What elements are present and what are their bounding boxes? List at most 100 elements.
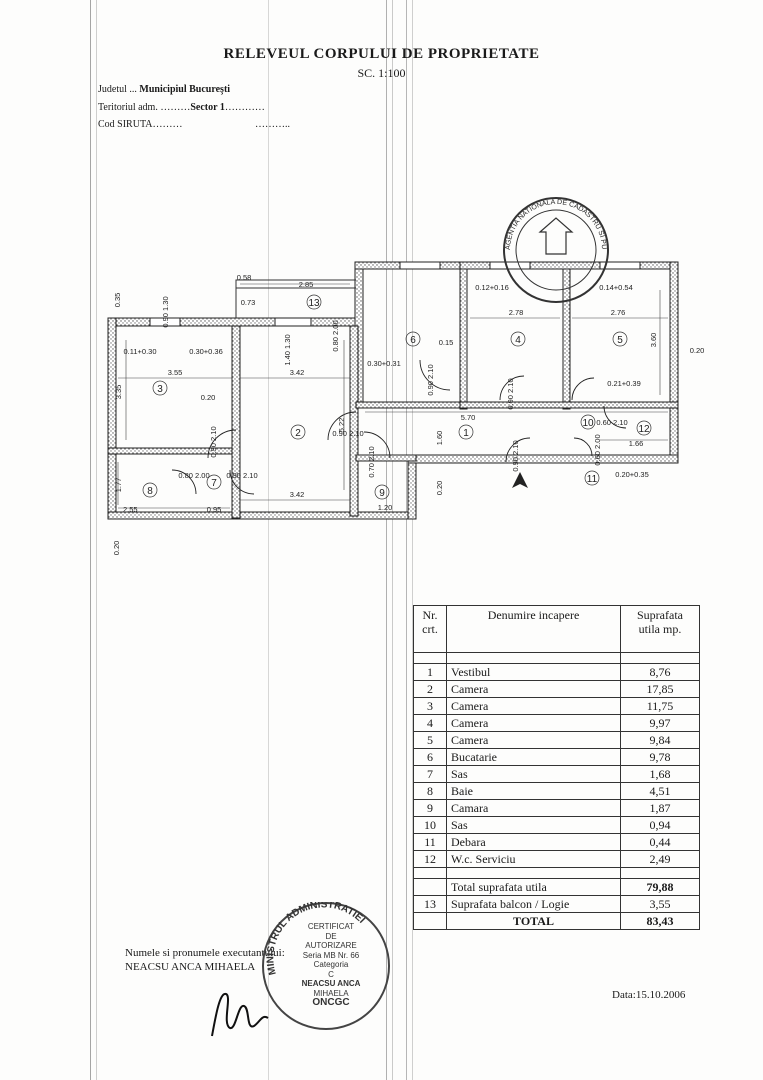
dim-1-20: 1.20 bbox=[378, 503, 393, 512]
total-row: TOTAL 83,43 bbox=[413, 912, 700, 930]
meta-judet: Judetul ... Municipiul Bucureşti bbox=[98, 83, 230, 96]
row-nr: 4 bbox=[413, 714, 447, 732]
scan-artifact bbox=[268, 0, 269, 1080]
author-name: NEACSU ANCA MIHAELA bbox=[125, 961, 256, 973]
door-label-10: 0.60 2.10 bbox=[596, 418, 627, 427]
row-area: 9,84 bbox=[620, 731, 700, 749]
dim-2-76: 2.76 bbox=[611, 308, 626, 317]
dim-1-77: 1.77 bbox=[114, 478, 123, 493]
scan-artifact bbox=[386, 0, 387, 1080]
door-label-2: 0.90 2.10 bbox=[209, 426, 218, 457]
row-area: 0,44 bbox=[620, 833, 700, 851]
row-area: 1,68 bbox=[620, 765, 700, 783]
dim-2-55: 2.55 bbox=[123, 505, 138, 514]
dim-5-22: 5.22 bbox=[337, 418, 346, 433]
row-area: 4,51 bbox=[620, 782, 700, 800]
room-number-labels: 1 2 3 4 5 6 7 8 9 10 11 12 13 bbox=[142, 294, 652, 500]
row-area: 11,75 bbox=[620, 697, 700, 715]
teritoriu-trail: ………… bbox=[224, 102, 265, 113]
dim-2-85: 2.85 bbox=[299, 280, 314, 289]
row-name: Camera bbox=[446, 697, 621, 715]
authorization-stamp bbox=[262, 902, 390, 1030]
wall-bottom-left bbox=[107, 511, 415, 520]
wall-top-left bbox=[107, 317, 357, 327]
row-name: Bucatarie bbox=[446, 748, 621, 766]
opening-labels: 0.90 1.30 1.40 1.30 0.80 2.00 0.90 2.10 … bbox=[161, 296, 628, 480]
dim-0-20-d: 0.20 bbox=[435, 481, 444, 496]
window-label-1: 0.90 1.30 bbox=[161, 296, 170, 327]
dim-0-20-b: 0.20 bbox=[690, 346, 705, 355]
row-area: 17,85 bbox=[620, 680, 700, 698]
door-label-9: 0.90 2.10 bbox=[511, 440, 520, 471]
dim-3-35: 3.35 bbox=[114, 385, 123, 400]
room-number-9: 9 bbox=[379, 488, 385, 499]
row-nr: 6 bbox=[413, 748, 447, 766]
header-name: Denumire incapere bbox=[446, 605, 621, 653]
teritoriu-label: Teritoriul adm. ……… bbox=[98, 102, 191, 113]
teritoriu-value: Sector 1 bbox=[190, 102, 225, 113]
door-label-8: 0.90 2.10 bbox=[506, 378, 515, 409]
dim-3-55: 3.55 bbox=[168, 368, 183, 377]
door-label-7: 0.90 2.10 bbox=[426, 364, 435, 395]
dim-0-58: 0.58 bbox=[237, 273, 252, 282]
door-swings bbox=[171, 359, 627, 495]
judet-value: Municipiul Bucureşti bbox=[139, 84, 231, 95]
dimension-labels: 3.55 3.42 3.42 2.55 0.95 1.20 5.70 2.78 … bbox=[112, 273, 704, 555]
header-area: Suprafata utila mp. bbox=[620, 605, 700, 653]
svg-text:AGENTIA NATIONALA DE CADASTRU: AGENTIA NATIONALA DE CADASTRU SI PUBLICI… bbox=[0, 0, 607, 250]
row-nr: 10 bbox=[413, 816, 447, 834]
door-label-6: 0.70 2.10 bbox=[367, 446, 376, 477]
row-name: Sas bbox=[446, 765, 621, 783]
rooms-table: Nr. crt. Denumire incapere Suprafata uti… bbox=[413, 605, 700, 930]
north-arrow bbox=[512, 472, 528, 488]
row-name: Debara bbox=[446, 833, 621, 851]
author-label: Numele si pronumele executantului: bbox=[125, 947, 285, 959]
dim-0-15: 0.15 bbox=[439, 338, 454, 347]
room-number-4: 4 bbox=[515, 335, 521, 346]
wall-corridor-top bbox=[459, 401, 679, 409]
row-nr: 8 bbox=[413, 782, 447, 800]
stamp-line: Seria MB Nr. 66 bbox=[302, 950, 360, 960]
row-name: Baie bbox=[446, 782, 621, 800]
row-name: Camara bbox=[446, 799, 621, 817]
dim-wall-0-12: 0.12+0.16 bbox=[475, 283, 509, 292]
dim-0-35: 0.35 bbox=[113, 293, 122, 308]
table-header-row: Nr. crt. Denumire incapere Suprafata uti… bbox=[413, 605, 700, 653]
balcony bbox=[235, 279, 356, 318]
scan-artifact bbox=[406, 0, 407, 1080]
dim-wall-0-14: 0.14+0.54 bbox=[599, 283, 633, 292]
wall-room2-right bbox=[349, 325, 359, 517]
authorization-stamp-text: CERTIFICAT DE AUTORIZARE Seria MB Nr. 66… bbox=[290, 922, 372, 1008]
dim-1-66: 1.66 bbox=[629, 439, 644, 448]
dim-1-60: 1.60 bbox=[435, 431, 444, 446]
siruta-label: Cod SIRUTA……… bbox=[98, 119, 183, 130]
table-spacer bbox=[413, 652, 700, 664]
wall-room9-top bbox=[355, 454, 417, 462]
row-area: 2,49 bbox=[620, 850, 700, 868]
row-area: 9,97 bbox=[620, 714, 700, 732]
dim-2-78: 2.78 bbox=[509, 308, 524, 317]
door-label-3: 0.80 2.00 bbox=[178, 471, 209, 480]
meta-siruta: Cod SIRUTA……… ……….. bbox=[98, 118, 290, 131]
scan-artifact bbox=[96, 0, 97, 1080]
row-nr: 1 bbox=[413, 663, 447, 681]
document-title: RELEVEUL CORPULUI DE PROPRIETATE bbox=[223, 46, 540, 62]
stamp-line: MIHAELA bbox=[313, 988, 349, 998]
door-label-5: 0.90 2.10 bbox=[332, 429, 363, 438]
room-number-11: 11 bbox=[587, 474, 598, 485]
dimension-lines bbox=[117, 283, 668, 509]
wall-bottom-step bbox=[407, 454, 417, 520]
door-label-1: 0.80 2.00 bbox=[331, 320, 340, 351]
row-area: 1,87 bbox=[620, 799, 700, 817]
stamp-line: NEACSU ANCA bbox=[301, 979, 361, 988]
dim-wall-0-11: 0.11+0.30 bbox=[123, 347, 156, 356]
row-nr: 5 bbox=[413, 731, 447, 749]
row-area: 8,76 bbox=[620, 663, 700, 681]
room-number-6: 6 bbox=[410, 335, 416, 346]
